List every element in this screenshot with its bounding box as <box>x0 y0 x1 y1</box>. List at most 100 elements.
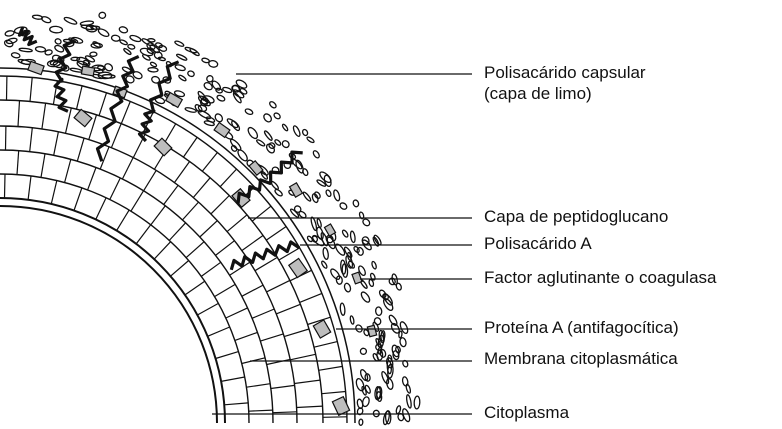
peptidoglycan-brick-joint <box>216 352 239 359</box>
peptidoglycan-brick-joint <box>208 327 230 336</box>
capsule-slime-blob <box>375 307 382 316</box>
peptidoglycan-brick-joint <box>200 221 218 237</box>
surface-protein <box>28 61 44 74</box>
capsule-slime-blob <box>350 231 356 243</box>
peptidoglycan-brick-joint <box>30 78 32 102</box>
cytoplasmic-membrane <box>0 198 225 423</box>
capsule-slime-blob <box>274 188 283 197</box>
peptidoglycan-brick-joint <box>122 158 133 180</box>
peptidoglycan-brick-joint <box>235 332 258 340</box>
label-polysaccharide-a: Polisacárido A <box>484 233 592 254</box>
peptidoglycan-brick-joint <box>276 304 300 314</box>
capsule-slime-blob <box>352 199 359 207</box>
capsule-slime-blob <box>340 303 346 316</box>
capsule-slime-blob <box>129 34 141 42</box>
capsule-slime-blob <box>414 396 420 409</box>
capsule-slime-blob <box>325 189 332 197</box>
peptidoglycan-brick-joint <box>41 154 45 178</box>
label-peptidoglycan: Capa de peptidoglucano <box>484 206 668 227</box>
capsule-slime-blob <box>63 16 77 25</box>
surface-protein <box>81 66 94 76</box>
capsule-slime-blob <box>19 48 32 53</box>
capsule-slime-blob <box>102 75 115 79</box>
capsule-slime-blob <box>310 217 317 231</box>
capsule-slime-blob <box>70 68 83 73</box>
capsule-slime-blob <box>111 35 120 42</box>
peptidoglycan-brick-joint <box>323 417 347 418</box>
capsule-slime-blob <box>127 44 135 50</box>
peptidoglycan-brick-joint <box>169 223 185 241</box>
peptidoglycan-brick-joint <box>300 293 322 302</box>
label-cytoplasmic-membrane: Membrana citoplasmática <box>484 348 678 369</box>
capsule-slime-blob <box>350 316 355 325</box>
capsule-slime-blob <box>150 61 157 67</box>
peptidoglycan-brick-joint <box>201 262 220 276</box>
capsule-slime-blob <box>364 385 371 394</box>
capsule-slime-blob <box>306 136 315 143</box>
peptidoglycan-brick-joint <box>227 215 247 232</box>
capsule-slime-blob <box>11 52 20 59</box>
peptidoglycan-brick-joint <box>193 178 210 198</box>
peptidoglycan-brick-joint <box>183 202 199 220</box>
peptidoglycan-brick-joint <box>242 285 263 296</box>
peptidoglycan-brick-joint <box>186 242 204 258</box>
peptidoglycan-brick-joint <box>96 198 106 220</box>
peptidoglycan-brick-joint <box>183 137 197 157</box>
peptidoglycan-brick-joint <box>65 159 71 182</box>
capsule-slime-blob <box>281 139 290 148</box>
surface-protein <box>324 224 335 236</box>
capsule-slime-blob <box>322 247 329 259</box>
peptidoglycan-brick-joint <box>202 153 217 172</box>
capsule-slime-blob <box>371 261 377 270</box>
capsule-slime-blob <box>359 419 363 425</box>
capsule-slime-blob <box>187 70 195 77</box>
capsule-slime-blob <box>302 129 309 137</box>
peptidoglycan-brick-joint <box>246 384 270 388</box>
peptidoglycan-brick-joint <box>185 281 205 295</box>
capsule-slime-blob <box>402 376 409 386</box>
capsule-slime-blob <box>341 229 349 238</box>
peptidoglycan-brick-joint <box>154 242 170 259</box>
peptidoglycan-brick-joint <box>284 329 309 337</box>
peptidoglycan-brick-joint <box>215 284 236 296</box>
capsule-slime-blob <box>343 283 351 293</box>
capsule-slime-blob <box>185 46 197 53</box>
peptidoglycan-brick-joint <box>297 406 323 407</box>
peptidoglycan-brick-joint <box>266 227 286 241</box>
capsule-slime-blob <box>316 218 322 227</box>
label-clumping-factor: Factor aglutinante o coagulasa <box>484 267 717 288</box>
peptidoglycan-brick-joint <box>260 334 283 341</box>
peptidoglycan-brick-joint <box>216 241 235 256</box>
capsule-slime-blob <box>360 291 371 304</box>
peptidoglycan-brick-joint <box>255 257 277 270</box>
capsule-slime-blob <box>32 15 42 20</box>
peptidoglycan-brick-joint <box>224 403 248 405</box>
surface-protein <box>214 123 230 138</box>
capsule-slime-blob <box>399 337 407 347</box>
peptidoglycan-brick-joint <box>131 191 144 211</box>
capsule-slime-blob <box>208 60 218 68</box>
peptidoglycan-brick-joint <box>273 412 297 413</box>
peptidoglycan-brick-joint <box>252 206 271 221</box>
peptidoglycan-brick-joint <box>42 103 46 129</box>
label-protein-a: Proteína A (antifagocítica) <box>484 317 679 338</box>
peptidoglycan-brick-joint <box>290 354 315 360</box>
capsule-slime-blob <box>302 191 312 202</box>
peptidoglycan-brick-joint <box>77 86 83 109</box>
peptidoglycan-brick-joint <box>17 151 19 175</box>
capsule-slime-blob <box>282 123 289 131</box>
capsule-slime-blob <box>35 46 46 52</box>
peptidoglycan-brick-joint <box>252 309 274 318</box>
capsule-slime-blob <box>256 139 266 147</box>
peptidoglycan-brick-joint <box>164 185 178 204</box>
surface-protein <box>289 258 307 277</box>
capsule-slime-blob <box>373 317 382 326</box>
peptidoglycan-brick-joint <box>322 392 346 394</box>
capsule-slime-blob <box>45 49 53 55</box>
capsule-slime-blob <box>362 396 371 407</box>
capsule-slime-blob <box>386 378 394 390</box>
capsule-slime-blob <box>333 189 341 201</box>
peptidoglycan-brick-joint <box>28 176 31 200</box>
peptidoglycan-brick-joint <box>51 181 57 204</box>
capsule-slime-blob <box>214 113 224 124</box>
